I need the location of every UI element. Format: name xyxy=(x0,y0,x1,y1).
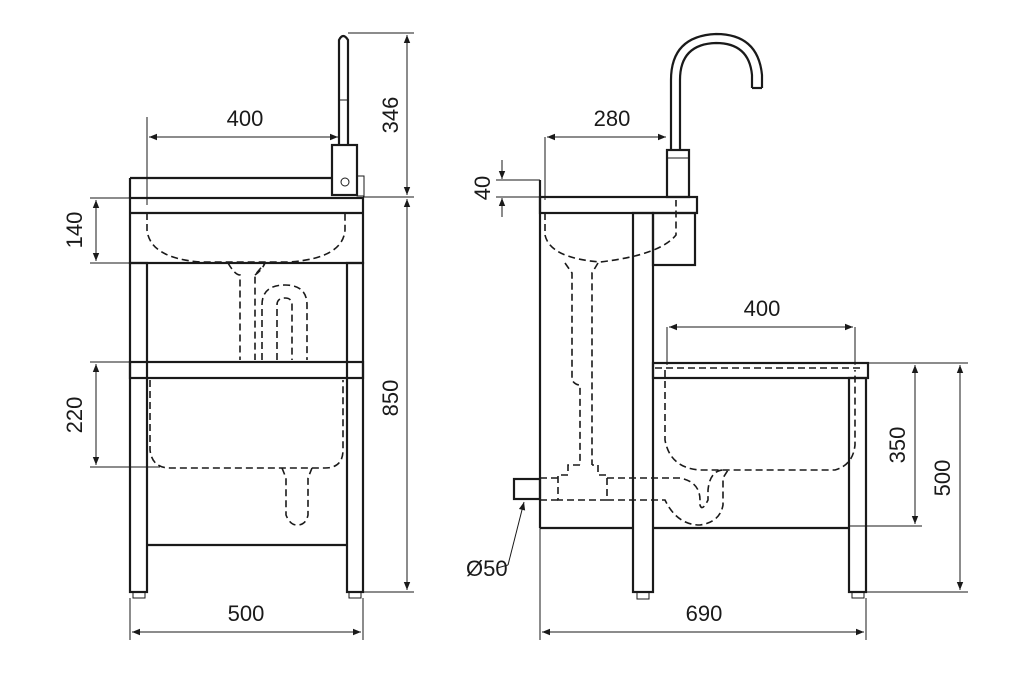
drain-outlet xyxy=(512,477,542,501)
hidden-basin-and-pipes xyxy=(146,213,346,526)
dim-total-height: 850 xyxy=(378,380,403,417)
side-dimensions: 280 40 400 350 500 690 Ø50 xyxy=(466,106,968,640)
dim-lower-table-height: 500 xyxy=(930,460,955,497)
sink-frame xyxy=(128,176,365,599)
dim-drain-diameter: Ø50 xyxy=(466,556,508,581)
dim-basin-depth: 140 xyxy=(62,212,87,249)
dim-total-depth: 690 xyxy=(686,601,723,626)
front-dimensions: 400 346 850 140 220 500 xyxy=(62,32,414,640)
front-view: 400 346 850 140 220 500 xyxy=(62,32,414,640)
dim-faucet-height: 346 xyxy=(378,97,403,134)
dim-total-width: 500 xyxy=(228,601,265,626)
dim-basin-width: 400 xyxy=(227,106,264,131)
side-frame xyxy=(512,180,870,600)
dim-lower-sink-width: 400 xyxy=(744,296,781,321)
dim-backsplash-height: 40 xyxy=(470,176,495,200)
dim-basin-to-faucet: 280 xyxy=(594,106,631,131)
gooseneck-faucet xyxy=(665,32,764,199)
dim-lower-sink-height: 350 xyxy=(885,427,910,464)
faucet xyxy=(330,34,365,197)
side-hidden-lines xyxy=(540,200,864,526)
side-view: 280 40 400 350 500 690 Ø50 xyxy=(466,32,968,640)
dim-lower-sink-depth: 220 xyxy=(62,397,87,434)
